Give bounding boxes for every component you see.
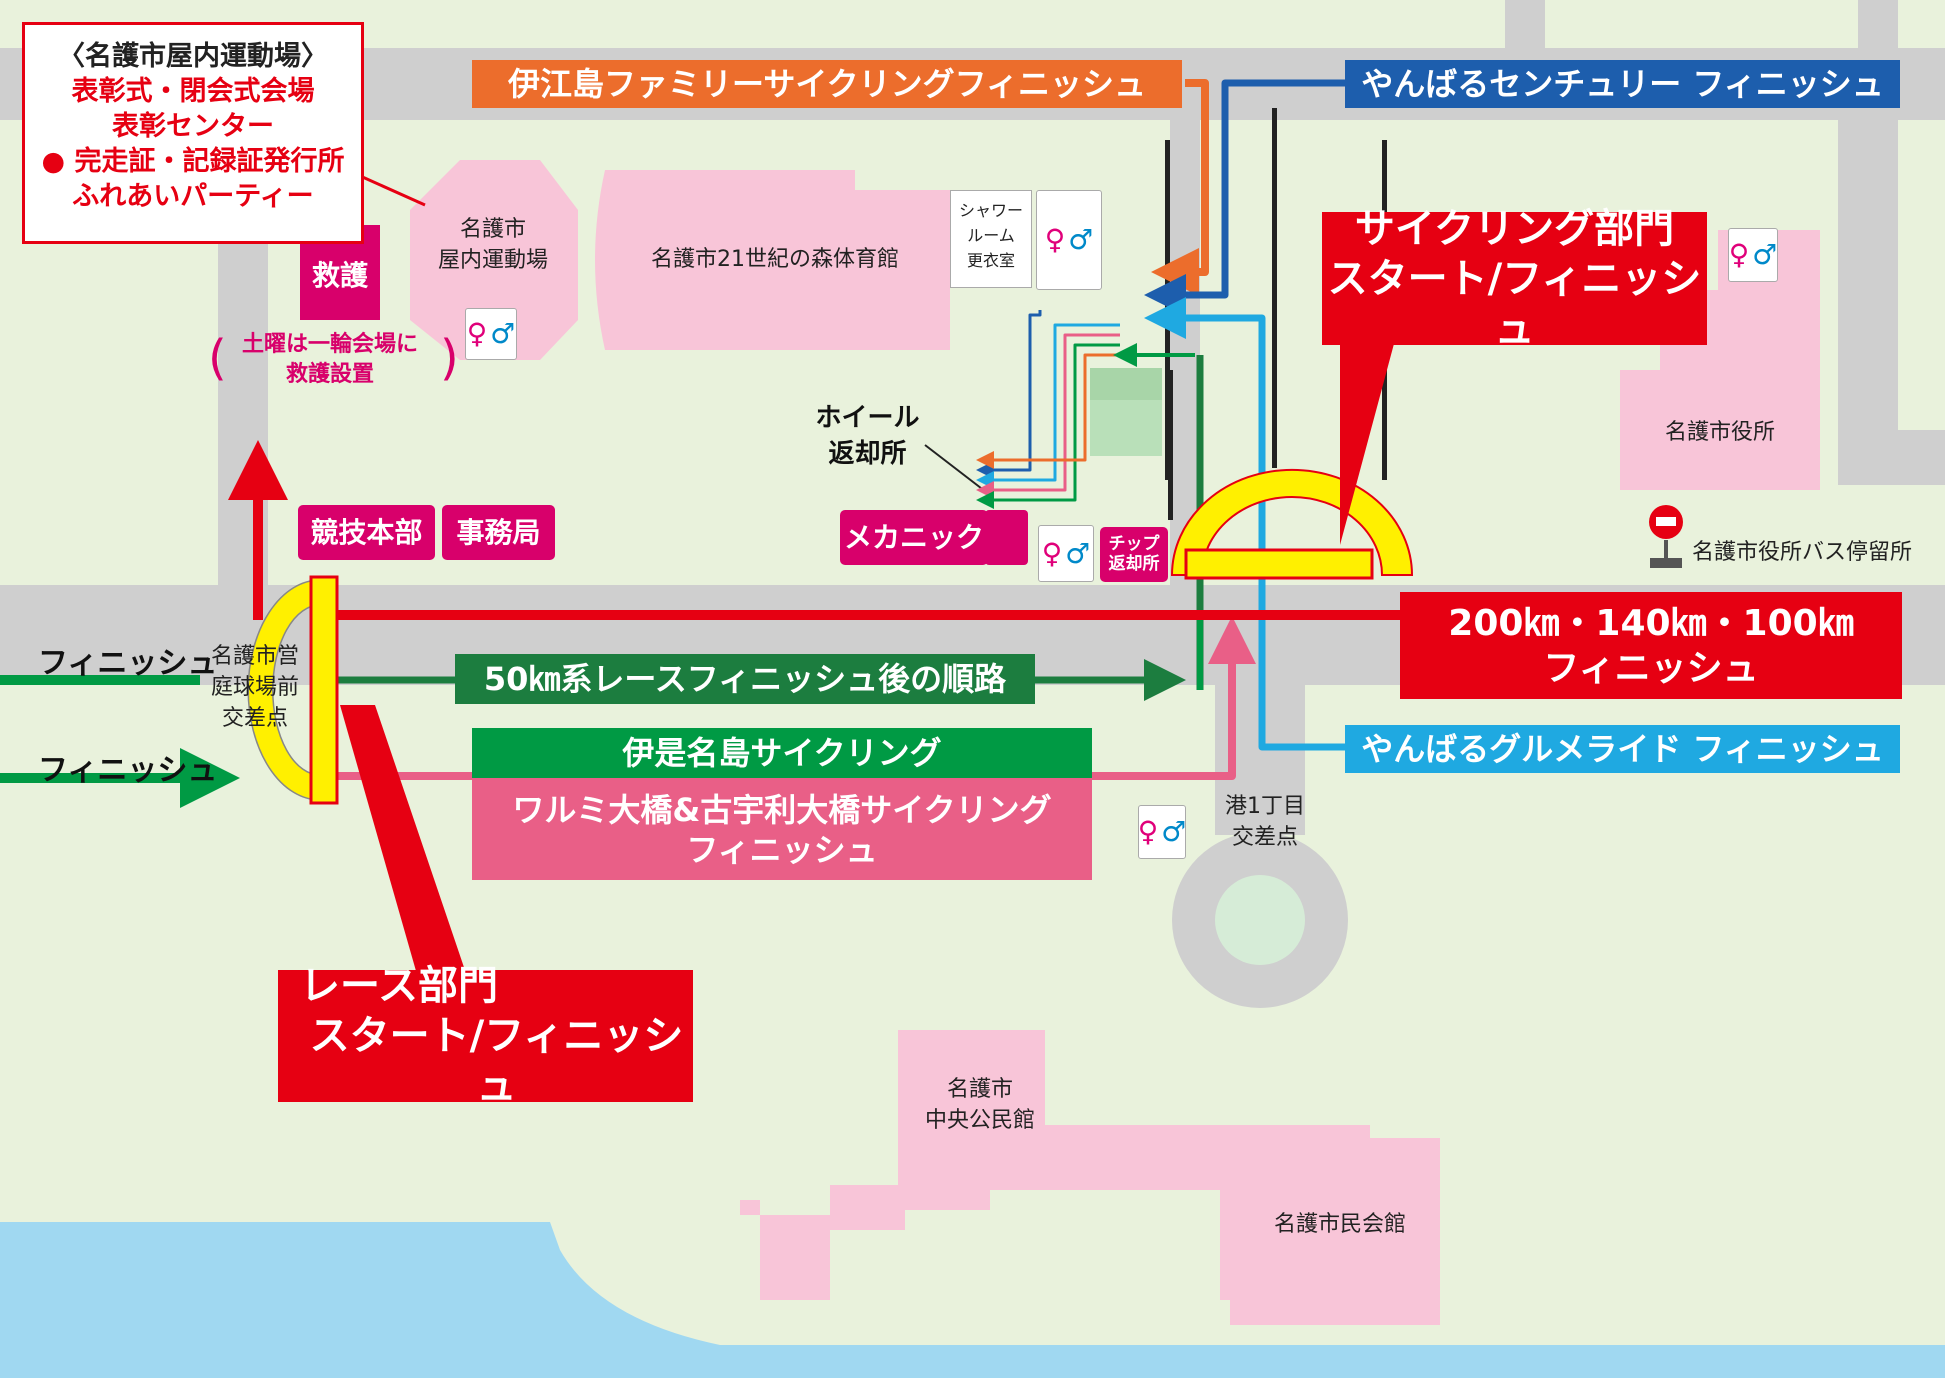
tennis-court-intersection-label: 名護市営 庭球場前 交差点 [190,642,320,734]
restroom-icon: ♀♂ [1038,525,1094,582]
long-distance-line1: 200㎞・140㎞・100㎞ [1448,602,1854,644]
shower-line1: シャワー [958,201,1023,220]
ie-family-finish-label: 伊江島ファミリーサイクリングフィニッシュ [472,60,1182,108]
venue-info-box: 〈名護市屋内運動場〉 表彰式・閉会式会場 表彰センター ● 完走証・記録証発行所… [22,22,364,244]
restroom-icon: ♀♂ [465,308,517,360]
venue-info-line: 表彰センター [112,111,274,143]
orange-route [1151,79,1209,296]
civic-hall-label: 名護市民会館 [1273,1212,1406,1237]
restroom-icon: ♀♂ [1728,228,1778,282]
blue-route [1144,79,1345,316]
entry-lane [976,323,1120,489]
cycling-callout-tail [1340,340,1395,545]
indoor-gym-line2: 屋内運動場 [437,247,548,273]
entry-lane [976,333,1120,499]
city-hall-label: 名護市役所 [1664,420,1775,445]
restroom-icon: ♀♂ [1036,190,1102,290]
community-center-label: 名護市 中央公民館 [880,1075,1080,1137]
aid-note-line1: 土曜は一輪会場に [241,332,418,357]
aid-note-paren-right: ) [440,330,459,386]
mechanic-booth [985,510,1028,565]
warumi-kouri-line2: フィニッシュ [686,831,878,869]
race-hq-label: 競技本部 [298,505,435,560]
entry-lane [976,310,1042,479]
long-distance-finish-label: 200㎞・140㎞・100㎞ フィニッシュ [1400,592,1902,699]
venue-info-line: ふれあいパーティー [72,181,314,213]
tennis-line1: 名護市営 [210,644,299,669]
tennis-line3: 交差点 [221,705,288,731]
yanbaru-century-finish-label: やんばるセンチュリー フィニッシュ [1345,60,1900,108]
cycling-start-finish-callout: サイクリング部門 スタート/フィニッシュ [1322,206,1707,352]
cycling-gate-bar [1184,548,1374,580]
lightblue-route [1144,297,1355,751]
chip-return-line2: 返却所 [1108,553,1160,574]
indoor-gym-line1: 名護市 [459,217,526,242]
wheel-return-line1: ホイール [815,403,920,433]
race-50km-after-label: 50㎞系レースフィニッシュ後の順路 [455,654,1035,704]
finish-arrow-label-1: フィニッシュ [38,646,218,681]
shower-line3: 更衣室 [966,250,1015,270]
race-callout-line1: レース部門 [300,963,498,1009]
minato-line2: 交差点 [1231,824,1298,850]
roundabout-center [1215,875,1305,965]
forest-gym-building [595,170,950,350]
finish-arrow-label-2: フィニッシュ [38,753,218,788]
aid-note-line2: 救護設置 [285,361,374,387]
yanbaru-gourmet-finish-label: やんばるグルメライド フィニッシュ [1345,725,1900,773]
bus-stop-sign-icon [1649,505,1683,568]
aid-note-paren-left: ( [208,330,227,386]
venue-info-line: ● 完走証・記録証発行所 [41,146,345,178]
community-center-building [740,1030,1440,1325]
city-hall-building [1620,230,1820,490]
cycling-callout-line1: サイクリング部門 [1354,205,1675,252]
race-start-finish-callout: レース部門 スタート/フィニッシュ [278,963,693,1109]
community-center-line1: 名護市 [946,1077,1013,1102]
minato-intersection-label: 港1丁目 交差点 [1200,792,1330,854]
bus-stop-label: 名護市役所バス停留所 [1692,540,1913,565]
chip-return-label: チップ 返却所 [1100,527,1168,582]
warumi-kouri-line1: ワルミ大橋&古宇利大橋サイクリング [512,791,1052,829]
shower-room-label: シャワー ルーム 更衣室 [950,190,1032,288]
indoor-gym-label: 名護市 屋内運動場 [418,215,568,277]
barrier [1272,108,1277,468]
venue-leader-line [357,173,426,207]
road-top-right-vertical [1505,0,1545,50]
shower-line2: ルーム [967,225,1015,245]
entry-lane [976,343,1120,509]
aid-station-label: 救護 [311,258,368,292]
minato-line1: 港1丁目 [1225,794,1305,819]
indoor-gym-building [410,160,578,360]
road-cityhall-vertical [1838,120,1898,485]
chip-return-line1: チップ [1108,533,1160,554]
wheel-return-line2: 返却所 [828,439,907,470]
community-center-line2: 中央公民館 [924,1107,1035,1133]
race-gate-bar [309,575,339,805]
road-cityhall-side [1838,430,1945,485]
wheel-return-line [924,444,991,496]
race-callout-line2: スタート/フィニッシュ [309,1013,684,1109]
restroom-icon: ♀♂ [1138,805,1186,859]
forest-gym-label: 名護市21世紀の森体育館 [651,247,899,272]
secretariat-label: 事務局 [442,505,555,560]
mechanic-label: メカニック [840,510,988,565]
aid-note: 土曜は一輪会場に 救護設置 [205,330,455,389]
izena-cycling-label: 伊是名島サイクリング [472,728,1092,778]
sea [0,1222,1945,1378]
staging-area [1090,400,1162,456]
wheel-return-label: ホイール 返却所 [810,400,925,473]
venue-info-line: 表彰式・閉会式会場 [71,76,315,108]
race-callout-tail [340,705,470,985]
tennis-line2: 庭球場前 [210,674,299,700]
long-distance-line2: フィニッシュ [1543,647,1759,689]
warumi-kouri-finish-label: ワルミ大橋&古宇利大橋サイクリング フィニッシュ [472,780,1092,880]
barrier [1168,370,1173,520]
cycling-callout-line2: スタート/フィニッシュ [1327,255,1702,352]
buildings [410,160,1820,1325]
venue-info-title: 〈名護市屋内運動場〉 [58,41,328,72]
